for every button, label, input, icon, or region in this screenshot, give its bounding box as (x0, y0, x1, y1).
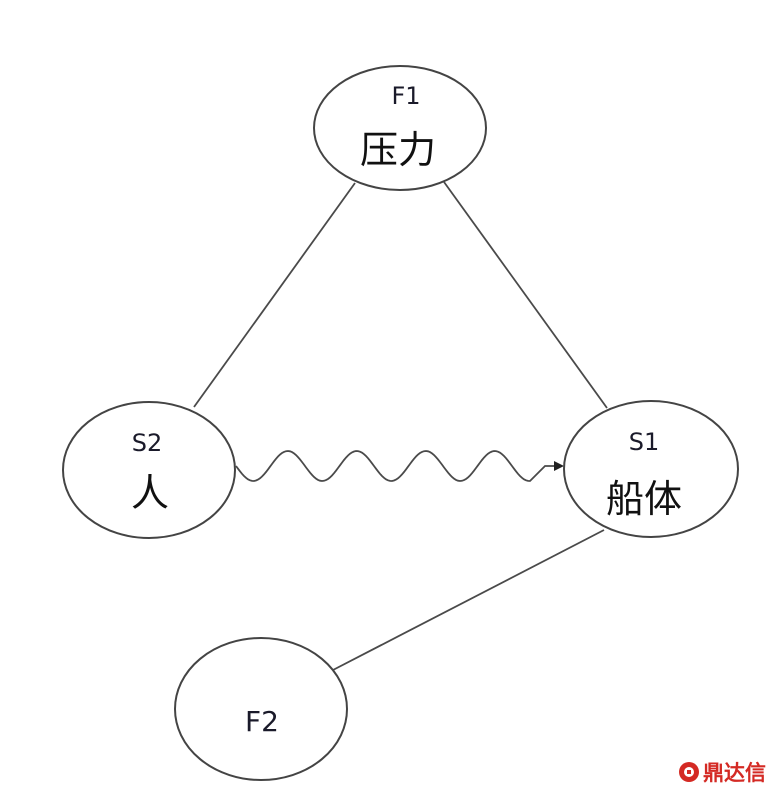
node-s2-ellipse (62, 401, 236, 539)
edge-s1-f2 (332, 529, 605, 671)
node-f1: F1 压力 (313, 65, 487, 191)
watermark-text: 鼎达信 (703, 761, 766, 785)
node-s1-name: 船体 (606, 477, 682, 521)
node-f2-ellipse (174, 637, 348, 781)
node-s1-ellipse (563, 400, 739, 538)
edge-f1-s2 (193, 182, 356, 408)
watermark-logo-icon (679, 762, 699, 782)
node-f2-code: F2 (245, 705, 279, 738)
node-f2: F2 (174, 637, 348, 781)
node-s1: S1 船体 (563, 400, 739, 538)
node-f1-ellipse (313, 65, 487, 191)
node-f1-name: 压力 (360, 128, 436, 172)
node-s1-code: S1 (629, 428, 660, 456)
node-f1-code: F1 (391, 82, 420, 110)
watermark: 鼎达信 (679, 757, 766, 787)
node-s2: S2 人 (62, 401, 236, 539)
node-s2-code: S2 (132, 429, 163, 457)
edge-f1-s1 (443, 181, 608, 409)
edge-s2-s1-wavy-arrow (235, 450, 564, 482)
node-s2-name: 人 (131, 471, 169, 515)
